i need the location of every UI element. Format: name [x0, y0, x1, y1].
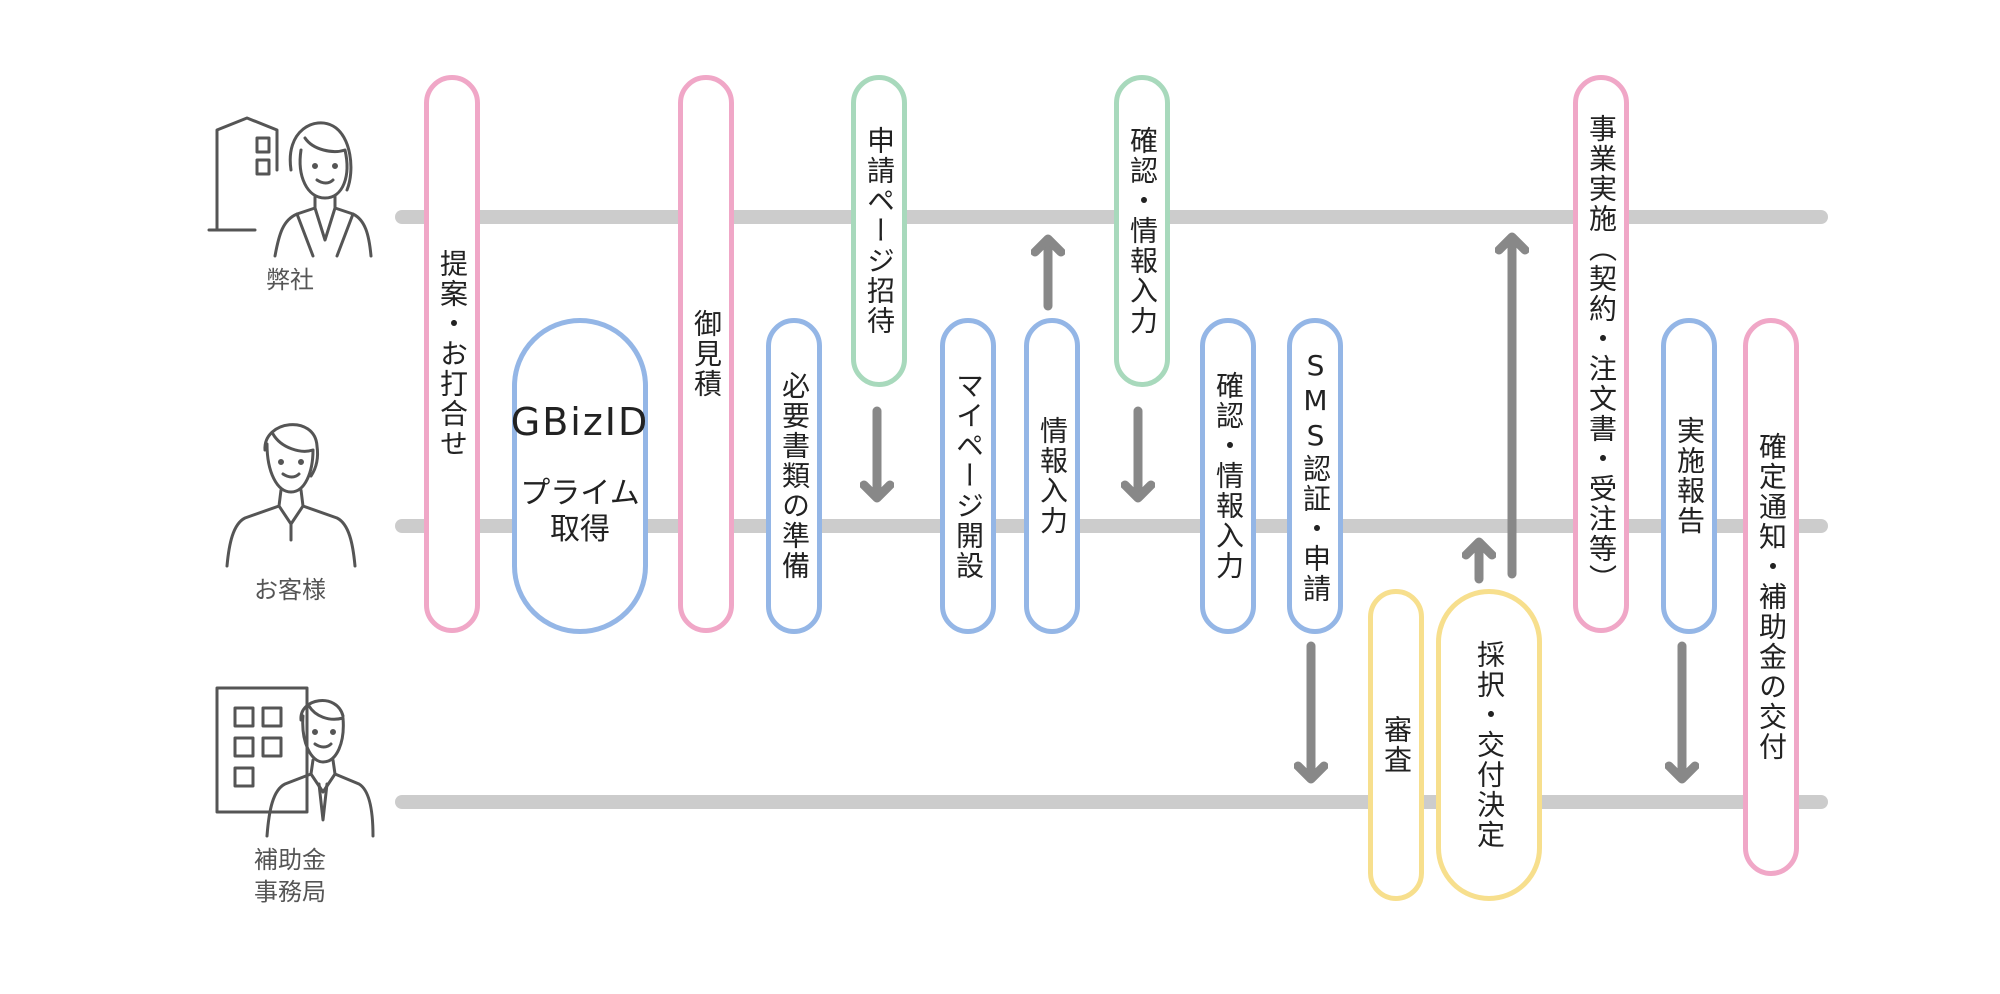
arrow-input-up-icon — [1031, 234, 1065, 311]
step-implementation: 事業実施（契約・注文書・受注等） — [1573, 75, 1629, 633]
lane-line-company — [395, 210, 1828, 224]
step-final: 確定通知・補助金の交付 — [1743, 318, 1799, 876]
step-review-label: 審査 — [1380, 715, 1413, 775]
step-confirm-company-label: 確認・情報入力 — [1126, 126, 1159, 336]
step-proposal-label: 提案・お打合せ — [436, 249, 469, 459]
step-confirm-company: 確認・情報入力 — [1114, 75, 1170, 387]
actor-label-office: 補助金 事務局 — [254, 846, 326, 906]
step-proposal: 提案・お打合せ — [424, 75, 480, 633]
step-implementation-label: 事業実施（契約・注文書・受注等） — [1585, 114, 1618, 594]
businessman-building-icon — [215, 686, 375, 838]
step-adoption-label: 採択・交付決定 — [1473, 640, 1506, 850]
step-invite-label: 申請ページ招待 — [863, 126, 896, 336]
step-sms: SMS認証・申請 — [1287, 318, 1343, 634]
step-input: 情報入力 — [1024, 318, 1080, 634]
step-mypage-label: マイページ開設 — [952, 371, 985, 581]
step-mypage: マイページ開設 — [940, 318, 996, 634]
step-input-label: 情報入力 — [1036, 416, 1069, 536]
arrow-long-up-icon — [1495, 232, 1529, 579]
customer-person-icon — [225, 423, 357, 568]
arrow-adoption-up-icon — [1462, 537, 1496, 584]
step-review: 審査 — [1368, 589, 1424, 901]
arrow-report-down-icon — [1665, 641, 1699, 784]
step-gbizid-label-line1: GBizID — [510, 400, 650, 444]
arrow-invite-down-icon — [860, 406, 894, 503]
actor-company: 弊社 — [200, 110, 380, 296]
step-gbizid: GBizID プライム 取得 — [510, 318, 650, 634]
step-documents: 必要書類の準備 — [766, 318, 822, 634]
step-confirm-customer-label: 確認・情報入力 — [1212, 371, 1245, 581]
step-report: 実施報告 — [1661, 318, 1717, 634]
actor-office: 補助金 事務局 — [200, 680, 380, 908]
actor-label-company: 弊社 — [266, 266, 314, 294]
arrow-sms-down-icon — [1294, 641, 1328, 784]
actor-customer: お客様 — [200, 410, 380, 606]
actor-label-customer: お客様 — [254, 576, 326, 604]
arrow-confirm-down-icon — [1121, 406, 1155, 503]
step-gbizid-label-line2: プライム 取得 — [520, 476, 640, 547]
step-invite: 申請ページ招待 — [851, 75, 907, 387]
step-estimate-label: 御見積 — [690, 309, 723, 399]
step-documents-label: 必要書類の準備 — [778, 371, 811, 581]
step-adoption: 採択・交付決定 — [1436, 589, 1542, 901]
step-report-label: 実施報告 — [1673, 416, 1706, 536]
lane-line-customer — [395, 519, 1828, 533]
businesswoman-building-icon — [207, 116, 373, 258]
step-estimate: 御見積 — [678, 75, 734, 633]
step-final-label: 確定通知・補助金の交付 — [1755, 432, 1788, 762]
lane-line-office — [395, 795, 1828, 809]
step-confirm-customer: 確認・情報入力 — [1200, 318, 1256, 634]
step-sms-label: SMS認証・申請 — [1299, 348, 1332, 604]
